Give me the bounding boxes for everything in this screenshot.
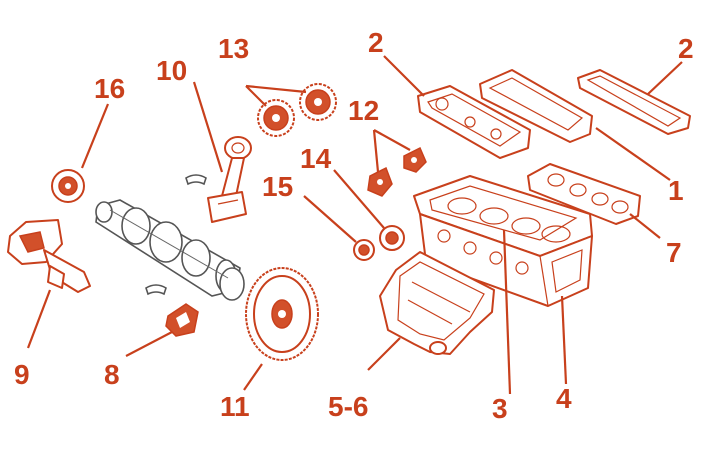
callout-10: 10 bbox=[156, 55, 187, 86]
part-brackets bbox=[367, 146, 427, 197]
callout-15: 15 bbox=[262, 171, 293, 202]
callout-5-6: 5-6 bbox=[328, 391, 368, 422]
part-crank-pulley bbox=[51, 169, 85, 203]
part-tensioner-pulley bbox=[353, 239, 375, 261]
part-flywheel bbox=[245, 267, 319, 361]
part-connecting-rod bbox=[207, 136, 252, 223]
callout-13: 13 bbox=[218, 33, 249, 64]
part-bearing-shells bbox=[145, 174, 207, 296]
part-cover-gasket bbox=[479, 69, 593, 143]
part-manifold-gasket bbox=[527, 163, 641, 225]
callout-11: 11 bbox=[220, 391, 250, 422]
callout-16: 16 bbox=[94, 73, 125, 104]
callout-8: 8 bbox=[104, 359, 120, 390]
callout-1: 1 bbox=[668, 175, 684, 206]
part-cam-sprockets bbox=[257, 83, 337, 137]
part-oil-pump bbox=[7, 219, 91, 293]
part-valve-cover-right bbox=[577, 69, 691, 135]
part-oil-pan bbox=[379, 251, 495, 355]
callout-14: 14 bbox=[300, 143, 332, 174]
callout-2-right: 2 bbox=[678, 33, 694, 64]
part-valve-cover-left bbox=[417, 85, 531, 159]
leader-lines bbox=[26, 55, 683, 395]
callout-4: 4 bbox=[556, 383, 572, 414]
callout-2-left: 2 bbox=[368, 27, 384, 58]
callout-7: 7 bbox=[666, 237, 682, 268]
part-idler-pulley bbox=[379, 225, 405, 251]
callout-12: 12 bbox=[348, 95, 379, 126]
callout-9: 9 bbox=[14, 359, 30, 390]
part-seal-housing bbox=[165, 303, 199, 337]
part-crankshaft bbox=[95, 199, 245, 301]
callout-3: 3 bbox=[492, 393, 508, 424]
